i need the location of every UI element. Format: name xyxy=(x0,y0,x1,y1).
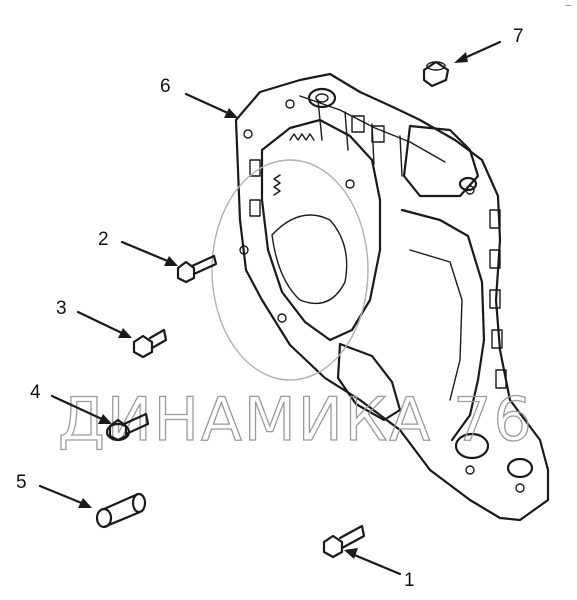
bolt-part-3 xyxy=(132,328,168,359)
callout-6: 6 xyxy=(160,76,171,97)
callout-arrow-2 xyxy=(120,240,178,266)
long-bolt-part xyxy=(176,254,218,284)
callout-arrow-5 xyxy=(38,484,92,508)
callout-arrow-3 xyxy=(76,310,132,338)
callout-2: 2 xyxy=(98,229,109,250)
flange-bolt-part xyxy=(105,412,150,442)
callout-arrow-6 xyxy=(184,92,238,118)
callout-4: 4 xyxy=(30,382,41,403)
callout-5: 5 xyxy=(16,472,27,493)
callout-arrow-4 xyxy=(50,394,112,424)
callout-1: 1 xyxy=(404,570,415,591)
plug-part xyxy=(422,60,450,88)
callout-3: 3 xyxy=(56,298,67,319)
corner-mark: – xyxy=(565,0,571,11)
dowel-pin-part xyxy=(95,492,147,529)
bolt-part-1 xyxy=(322,524,366,559)
watermark-swirl xyxy=(211,159,369,381)
callout-arrow-1 xyxy=(344,548,402,576)
callout-arrow-7 xyxy=(454,40,502,63)
watermark-text: ДИНАМИКА 76 xyxy=(58,385,534,455)
housing-part xyxy=(234,72,550,522)
callout-7: 7 xyxy=(513,26,524,47)
